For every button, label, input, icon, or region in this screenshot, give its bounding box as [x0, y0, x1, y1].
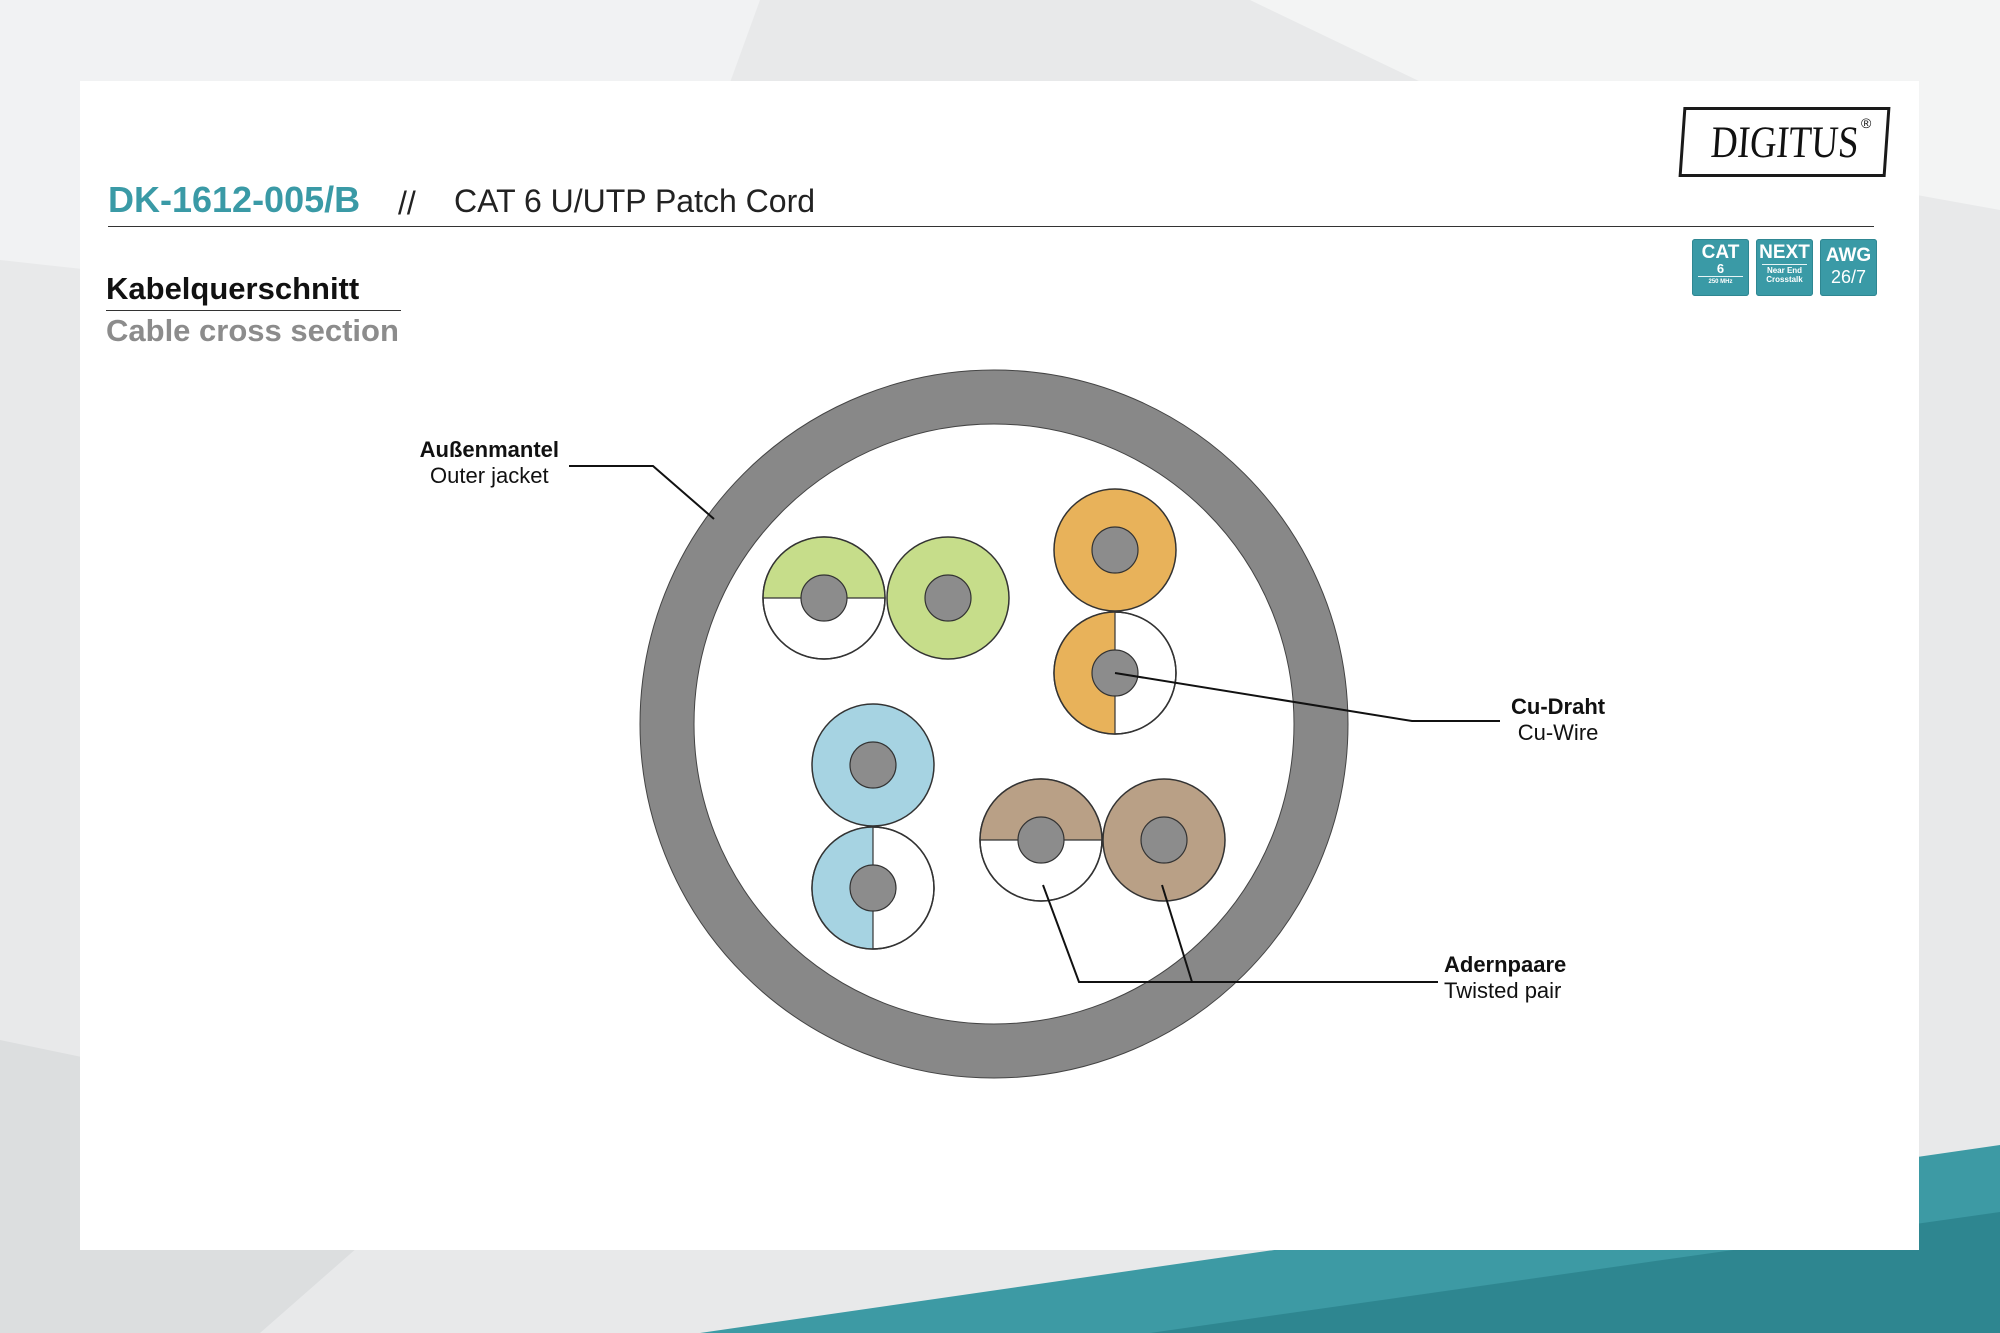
cat-badge-divider: [1698, 276, 1743, 277]
cu-conductor: [800, 574, 848, 622]
twisted-pair-label-en: Twisted pair: [1444, 978, 1562, 1003]
leader-outer-jacket: [569, 465, 715, 520]
label-outer-jacket: Außenmantel Outer jacket: [420, 437, 559, 489]
wire-green: [886, 536, 1010, 660]
section-title-divider: [106, 310, 401, 311]
cat-badge-frequency: 250 MHz: [1708, 279, 1733, 285]
cat-badge-value: 6: [1716, 261, 1725, 276]
pair-orange: [1053, 488, 1177, 735]
content-card: DK-1612-005/B // CAT 6 U/UTP Patch Cord …: [80, 81, 1919, 1250]
cu-conductor: [924, 574, 972, 622]
cu-conductor: [849, 864, 897, 912]
section-title-english: Cable cross section: [106, 313, 399, 348]
wire-blue-white: [811, 826, 935, 950]
cat-badge-label: CAT: [1701, 242, 1740, 263]
next-badge: NEXT Near End Crosstalk: [1756, 239, 1813, 296]
product-name: CAT 6 U/UTP Patch Cord: [454, 183, 816, 219]
next-badge-sub-line2: Crosstalk: [1766, 275, 1803, 284]
cable-interior: [693, 423, 1295, 1025]
wire-green-white: [762, 536, 886, 660]
leader-twisted-pair-1: [1042, 884, 1438, 983]
wire-brown: [1102, 778, 1226, 902]
awg-badge: AWG 26/7: [1820, 239, 1877, 296]
title-separator: //: [398, 185, 416, 221]
awg-badge-value: 26/7: [1830, 267, 1867, 287]
label-twisted-pair: Adernpaare Twisted pair: [1444, 952, 1566, 1004]
wire-orange: [1053, 488, 1177, 612]
twisted-pair-label-de: Adernpaare: [1444, 952, 1567, 977]
outer-jacket-label-en: Outer jacket: [430, 463, 549, 488]
awg-badge-label: AWG: [1825, 245, 1872, 266]
cu-conductor: [1140, 816, 1188, 864]
leader-cu-wire: [1114, 672, 1500, 722]
pair-blue: [811, 703, 935, 950]
pair-brown: [979, 778, 1226, 902]
product-code: DK-1612-005/B: [108, 179, 361, 220]
next-badge-divider: [1762, 264, 1807, 265]
leader-twisted-pair-2: [1161, 884, 1193, 983]
cu-conductor: [849, 741, 897, 789]
title-divider: [108, 226, 1874, 227]
label-cu-wire: Cu-Draht Cu-Wire: [1511, 694, 1605, 746]
registered-mark: ®: [1861, 115, 1872, 131]
outer-jacket-label-de: Außenmantel: [419, 437, 559, 462]
leader-lines: [569, 465, 1500, 983]
section-title-german: Kabelquerschnitt: [106, 271, 360, 306]
cu-conductor: [1017, 816, 1065, 864]
next-badge-label: NEXT: [1759, 242, 1810, 263]
wire-brown-white: [979, 778, 1103, 902]
cu-wire-label-de: Cu-Draht: [1511, 694, 1606, 719]
cat6-badge: CAT 6 250 MHz: [1692, 239, 1749, 296]
wire-blue: [811, 703, 935, 827]
pair-green: [762, 536, 1010, 660]
cu-conductor: [1091, 526, 1139, 574]
next-badge-sub-line1: Near End: [1766, 266, 1803, 275]
cable-cross-section-diagram: [569, 369, 1500, 1079]
cu-wire-label-en: Cu-Wire: [1517, 720, 1599, 745]
